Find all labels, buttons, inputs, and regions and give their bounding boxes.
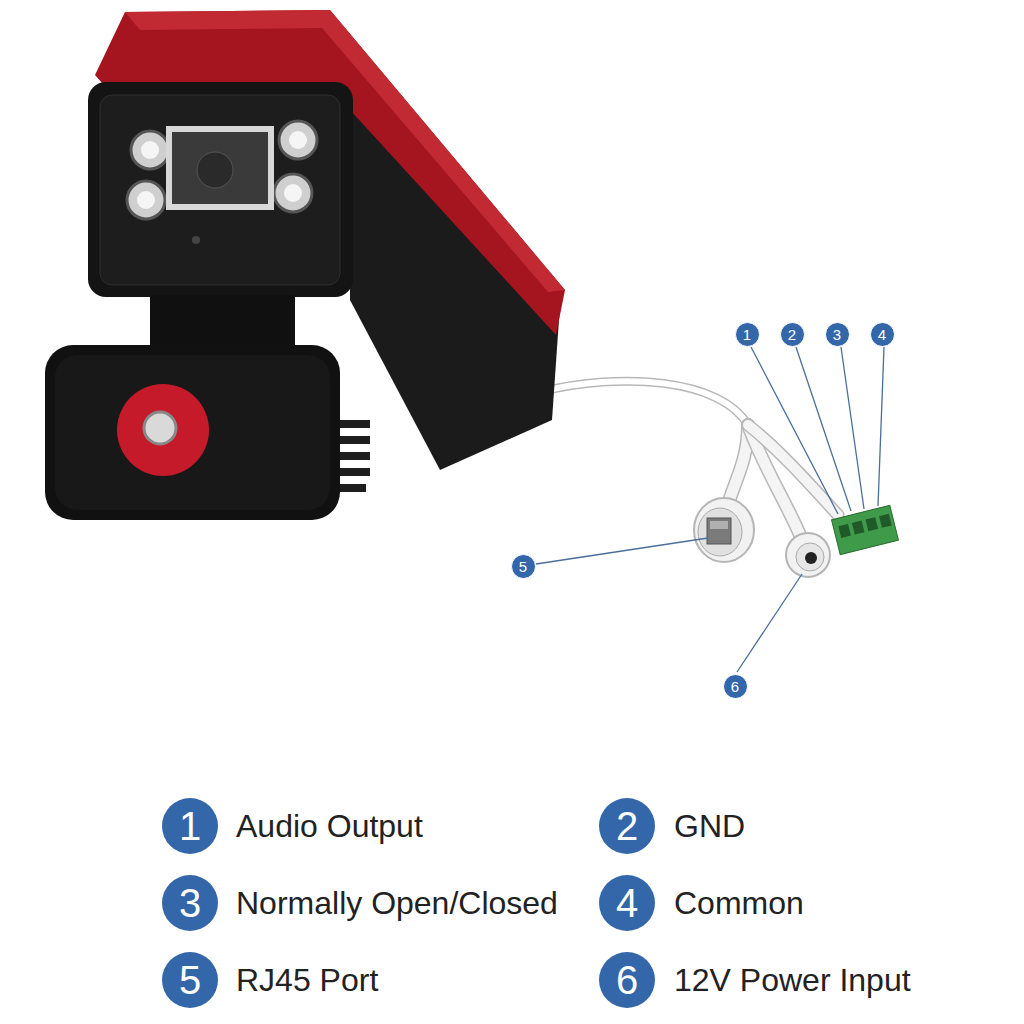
leader-lines (536, 347, 884, 672)
callout-number: 1 (735, 322, 760, 347)
dc-jack (786, 533, 830, 577)
part-label: 12V Power Input (674, 964, 911, 996)
terminal-block (832, 505, 899, 554)
callout-number: 5 (511, 554, 536, 579)
callout-number: 2 (599, 798, 655, 854)
callout-number: 4 (870, 322, 895, 347)
cable (540, 381, 838, 535)
callout-number: 6 (599, 952, 655, 1008)
camera-body (45, 10, 565, 520)
part-label: RJ45 Port (236, 964, 378, 996)
part-label: Normally Open/Closed (236, 887, 558, 919)
callout-number: 3 (162, 875, 218, 931)
part-label: Audio Output (236, 810, 423, 842)
rj45-connector (694, 498, 754, 562)
part-label: GND (674, 810, 745, 842)
callout-number: 4 (599, 875, 655, 931)
callout-number: 6 (723, 674, 748, 699)
part-label: Common (674, 887, 804, 919)
callout-number: 3 (825, 322, 850, 347)
callout-number: 1 (162, 798, 218, 854)
callout-number: 2 (780, 322, 805, 347)
callout-number: 5 (162, 952, 218, 1008)
